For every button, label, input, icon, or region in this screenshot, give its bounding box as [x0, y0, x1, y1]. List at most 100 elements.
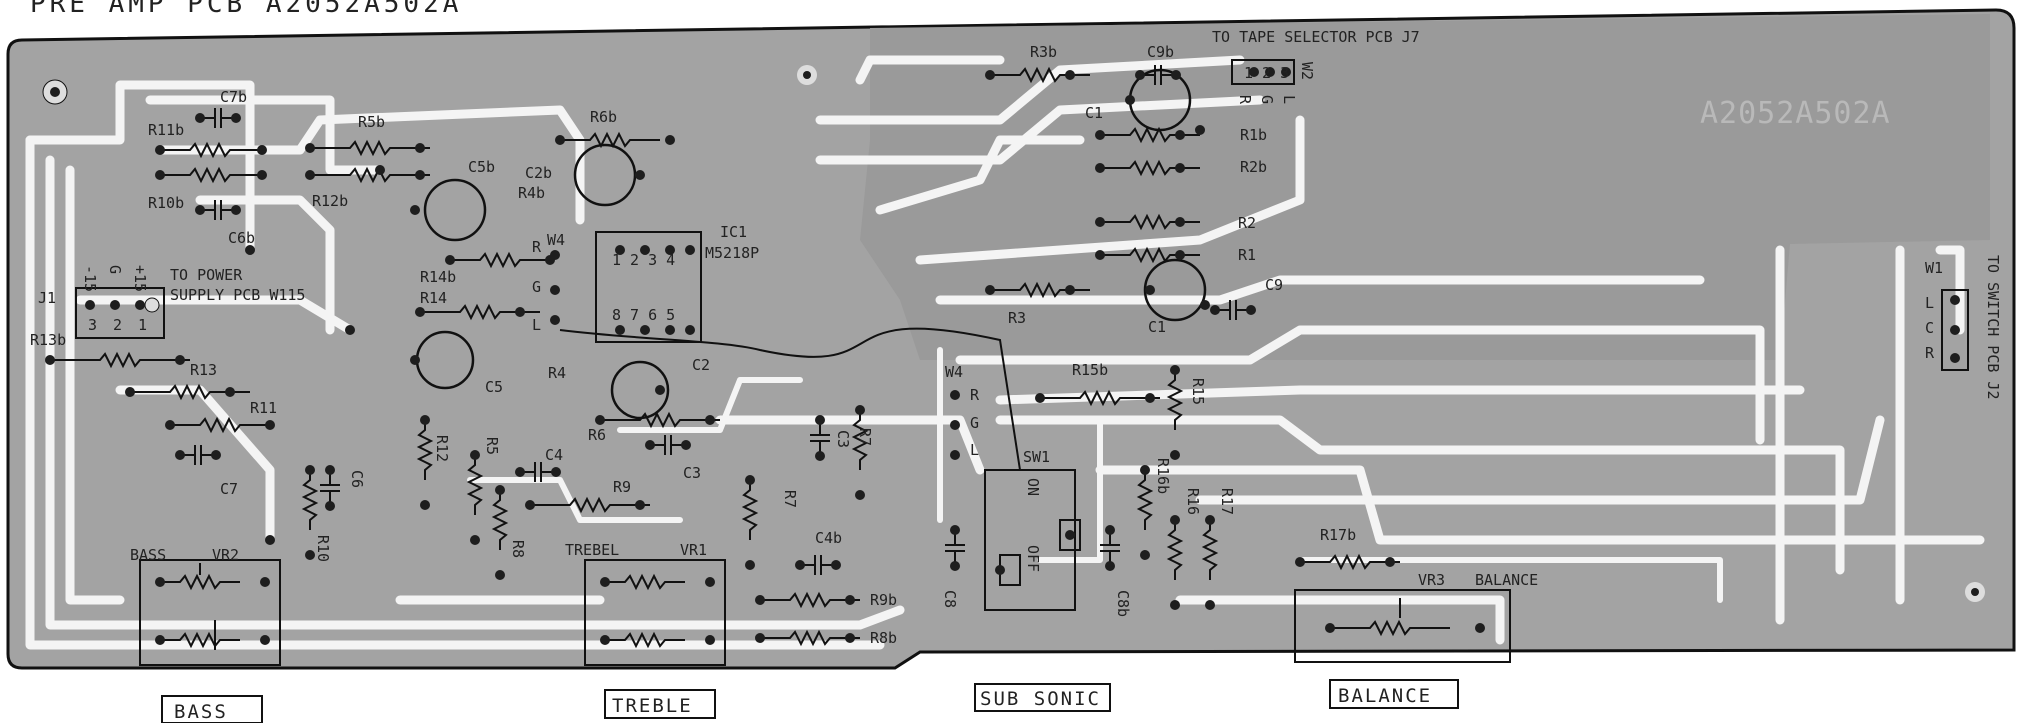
j1-label: J1 — [38, 289, 56, 307]
solder-pad — [640, 325, 650, 335]
j1-outline — [75, 287, 165, 339]
solder-pad — [705, 635, 715, 645]
solder-pad — [551, 467, 561, 477]
solder-pad — [1140, 550, 1150, 560]
solder-pad — [681, 440, 691, 450]
solder-pad — [1210, 305, 1220, 315]
w4a-pin-r: R — [532, 238, 542, 256]
switch-header: TO SWITCH PCB J2 — [1984, 255, 2002, 400]
solder-pad — [305, 143, 315, 153]
label-r12b: R12b — [312, 192, 348, 210]
solder-pad — [1095, 130, 1105, 140]
label-c3: C3 — [683, 464, 701, 482]
label-r1: R1 — [1238, 246, 1256, 264]
solder-pad — [665, 325, 675, 335]
solder-pad — [165, 420, 175, 430]
label-r4b: R4b — [518, 184, 545, 202]
solder-pad — [1065, 70, 1075, 80]
solder-pad — [155, 145, 165, 155]
label-r16b: R16b — [1154, 458, 1172, 494]
solder-pad — [950, 450, 960, 460]
solder-pad — [755, 595, 765, 605]
label-r13: R13 — [190, 361, 217, 379]
vr3-outline — [1294, 589, 1511, 663]
label-c6: C6 — [348, 470, 366, 488]
sw1-off: OFF — [1024, 545, 1042, 572]
solder-pad — [685, 245, 695, 255]
solder-pad — [155, 170, 165, 180]
solder-pad — [257, 145, 267, 155]
w4b-pin-r: R — [970, 386, 980, 404]
solder-pad — [175, 355, 185, 365]
solder-pad — [1105, 561, 1115, 571]
solder-pad — [135, 300, 145, 310]
solder-pad — [85, 300, 95, 310]
solder-pad — [410, 355, 420, 365]
label-c3b: C3 — [834, 430, 852, 448]
solder-pad — [600, 635, 610, 645]
w1-pin-l: L — [1925, 294, 1934, 312]
power-header-1: TO POWER — [170, 266, 243, 284]
solder-pad — [845, 595, 855, 605]
capacitors — [180, 65, 1251, 575]
solder-pad — [950, 561, 960, 571]
solder-pad — [855, 405, 865, 415]
w2-pin-g: G — [1258, 95, 1276, 104]
jumper-wire — [559, 327, 1021, 471]
solder-pad — [640, 245, 650, 255]
label-r6b: R6b — [590, 108, 617, 126]
label-c7: C7 — [220, 480, 238, 498]
label-c5: C5 — [485, 378, 503, 396]
solder-pad — [1246, 305, 1256, 315]
label-c9b: C9b — [1147, 43, 1174, 61]
solder-pad — [1145, 393, 1155, 403]
solder-pad — [420, 500, 430, 510]
solder-pad — [745, 475, 755, 485]
w2-label: W2 — [1298, 62, 1316, 80]
j1-num-2: 2 — [113, 316, 122, 334]
board-id: A2052A502A — [1700, 96, 1891, 131]
solder-pad — [470, 535, 480, 545]
solder-pad — [175, 450, 185, 460]
label-r17: R17 — [1218, 488, 1236, 515]
label-vr1: VR1 — [680, 541, 707, 559]
solder-pad — [445, 255, 455, 265]
page-title: PRE AMP PCB A2052A502A — [30, 0, 462, 19]
sw1-name: SW1 — [1023, 448, 1050, 466]
label-r15: R15 — [1189, 378, 1207, 405]
solder-pad — [415, 170, 425, 180]
solder-pad — [635, 500, 645, 510]
solder-pad — [525, 500, 535, 510]
w1-label: W1 — [1925, 259, 1943, 277]
label-c1: C1 — [1148, 318, 1166, 336]
solder-pad — [1035, 393, 1045, 403]
solder-pad — [1950, 353, 1960, 363]
solder-pad — [1105, 525, 1115, 535]
solder-pad — [257, 170, 267, 180]
power-header-2: SUPPLY PCB W115 — [170, 286, 305, 304]
solder-pad — [1175, 130, 1185, 140]
label-c2: C2 — [692, 356, 710, 374]
w4a-label: W4 — [547, 231, 565, 249]
solder-pad — [1170, 450, 1180, 460]
label-r11b: R11b — [148, 121, 184, 139]
traces — [25, 55, 1985, 650]
label-r12: R12 — [433, 435, 451, 462]
solder-pad — [231, 205, 241, 215]
w4b-pin-g: G — [970, 414, 979, 432]
label-r10b: R10b — [148, 194, 184, 212]
solder-pad — [515, 467, 525, 477]
label-r3b: R3b — [1030, 43, 1057, 61]
ic1-outline — [595, 231, 702, 343]
label-c4: C4 — [545, 446, 563, 464]
label-r1b: R1b — [1240, 126, 1267, 144]
caption-treble: TREBLE — [612, 695, 693, 717]
solder-pad — [110, 300, 120, 310]
solder-pad — [1200, 300, 1210, 310]
solder-pad — [600, 577, 610, 587]
solder-pad — [1265, 67, 1275, 77]
label-bass: BASS — [130, 546, 166, 564]
label-r9b: R9b — [870, 591, 897, 609]
label-c4b: C4b — [815, 529, 842, 547]
solder-pad — [1475, 623, 1485, 633]
